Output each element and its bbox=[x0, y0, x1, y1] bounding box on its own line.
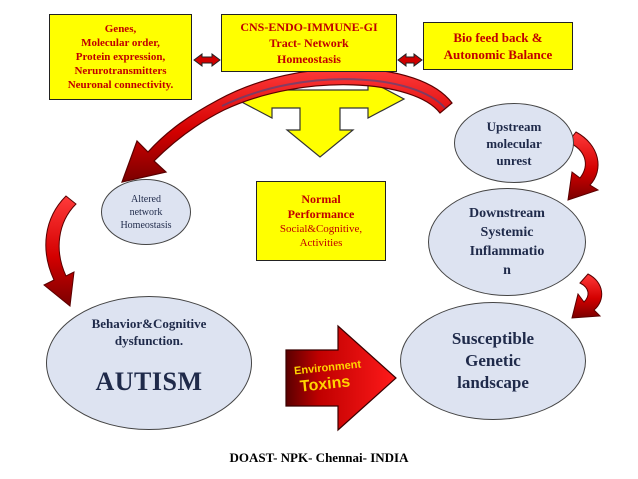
footer-credit: DOAST- NPK- Chennai- INDIA bbox=[229, 450, 409, 465]
biofeedback-text: Bio feed back & Autonomic Balance bbox=[443, 30, 553, 62]
upstream-text: Upstream molecular unrest bbox=[486, 118, 542, 168]
behavior-text: Behavior&Cognitive dysfunction. bbox=[91, 316, 207, 348]
normal-subtitle: Social&Cognitive, Activities bbox=[279, 223, 363, 249]
altered-network-ellipse: Altered network Homeostasis bbox=[101, 179, 191, 245]
upstream-ellipse: Upstream molecular unrest bbox=[454, 103, 574, 183]
susceptible-ellipse: Susceptible Genetic landscape bbox=[400, 302, 586, 420]
yellow-t-arrow bbox=[234, 79, 406, 158]
cns-box: CNS-ENDO-IMMUNE-GI Tract- Network Homeos… bbox=[221, 14, 397, 72]
altered-text: Altered network Homeostasis bbox=[120, 193, 172, 231]
genes-text: Genes, Molecular order, Protein expressi… bbox=[67, 23, 174, 91]
double-arrow-right bbox=[397, 53, 423, 67]
double-arrow-left bbox=[193, 53, 221, 67]
genes-box: Genes, Molecular order, Protein expressi… bbox=[49, 14, 192, 100]
downstream-ellipse: Downstream Systemic Inflammatio n bbox=[428, 188, 586, 296]
downstream-text: Downstream Systemic Inflammatio n bbox=[469, 206, 545, 278]
big-arrow-shadow bbox=[221, 78, 446, 109]
cns-text: CNS-ENDO-IMMUNE-GI Tract- Network Homeos… bbox=[240, 20, 378, 66]
left-curved-arrow bbox=[43, 195, 77, 307]
normal-title: Normal Performance bbox=[287, 192, 355, 221]
environment-arrow bbox=[285, 324, 397, 432]
right-top-curved-arrow bbox=[567, 131, 600, 201]
right-bottom-curved-arrow bbox=[571, 273, 603, 319]
biofeedback-box: Bio feed back & Autonomic Balance bbox=[423, 22, 573, 70]
behavior-ellipse: Behavior&Cognitive dysfunction. AUTISM bbox=[46, 296, 252, 430]
normal-performance-box: Normal Performance Social&Cognitive, Act… bbox=[256, 181, 386, 261]
autism-text: AUTISM bbox=[95, 367, 203, 396]
susceptible-text: Susceptible Genetic landscape bbox=[451, 329, 535, 392]
